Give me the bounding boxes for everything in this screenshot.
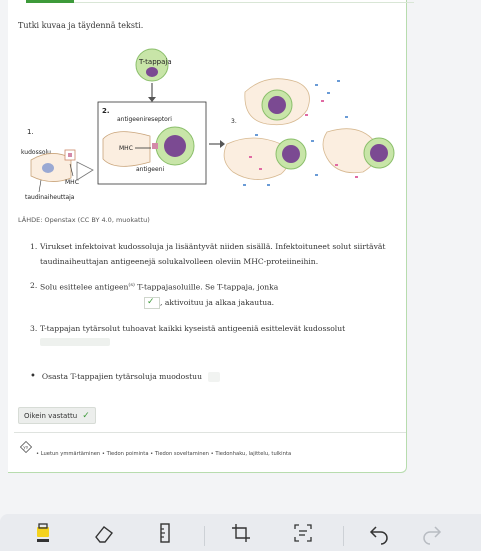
checkmark-icon: ✓ <box>82 410 90 421</box>
skills-list: • Luetun ymmärtäminen • Tiedon poiminta … <box>36 451 292 457</box>
answer-field-2[interactable]: ✓ <box>144 296 160 309</box>
bullet-dot: • <box>30 371 36 382</box>
svg-text:MHC: MHC <box>119 145 133 152</box>
instruction-text: Tutki kuvaa ja täydennä teksti. <box>18 21 144 30</box>
divider <box>14 432 406 433</box>
svg-text:kudossolu: kudossolu <box>21 149 51 156</box>
svg-text:taudinaiheuttaja: taudinaiheuttaja <box>25 194 75 201</box>
t-cell-figure: T-tappaja 2. antigeenireseptori MHC anti… <box>21 48 395 201</box>
card-top-border <box>74 2 414 3</box>
svg-text:1.: 1. <box>27 128 34 136</box>
ruler-icon[interactable] <box>153 521 177 545</box>
destroyed-cells-cluster <box>223 78 395 186</box>
list-item-2: 2. Solu esittelee antigeen(s) T-tappajas… <box>30 278 390 310</box>
list-item-3: 3. T-tappajan tytärsolut tuhoavat kaikki… <box>30 321 390 351</box>
toolbar-separator <box>343 526 344 546</box>
redo-icon[interactable] <box>420 521 444 545</box>
svg-text:MHC: MHC <box>65 179 79 186</box>
skills-icon: yo <box>20 441 32 453</box>
answer-field-3[interactable] <box>40 337 110 346</box>
svg-text:3.: 3. <box>231 118 237 125</box>
exercise-card <box>8 0 414 473</box>
eraser-icon[interactable] <box>92 521 116 545</box>
toolbar-separator <box>204 526 205 546</box>
svg-text:antigeeni: antigeeni <box>136 166 164 173</box>
svg-text:2.: 2. <box>102 107 110 115</box>
highlighter-icon[interactable] <box>31 521 55 545</box>
undo-icon[interactable] <box>367 521 391 545</box>
bullet-item: • Osasta T-tappajien tytärsoluja muodost… <box>30 371 220 382</box>
svg-text:antigeenireseptori: antigeenireseptori <box>117 116 172 123</box>
t-cell-label: T-tappaja <box>138 58 172 66</box>
checkmark-icon: ✓ <box>147 296 155 307</box>
numbered-list: 1. Virukset infektoivat kudossoluja ja l… <box>30 239 390 351</box>
figure-source: LÄHDE: Openstax (CC BY 4.0, muokattu) <box>18 216 150 224</box>
t-cell-drawing <box>135 48 169 82</box>
text-recognition-icon[interactable] <box>291 521 315 545</box>
answer-field-bullet[interactable] <box>207 371 220 382</box>
correct-answer-badge[interactable]: Oikein vastattu ✓ <box>18 407 96 424</box>
bottom-toolbar <box>0 514 481 551</box>
list-item-1: 1. Virukset infektoivat kudossoluja ja l… <box>30 242 386 266</box>
active-tab-indicator <box>26 0 74 3</box>
crop-icon[interactable] <box>229 521 253 545</box>
svg-text:yo: yo <box>23 445 28 450</box>
